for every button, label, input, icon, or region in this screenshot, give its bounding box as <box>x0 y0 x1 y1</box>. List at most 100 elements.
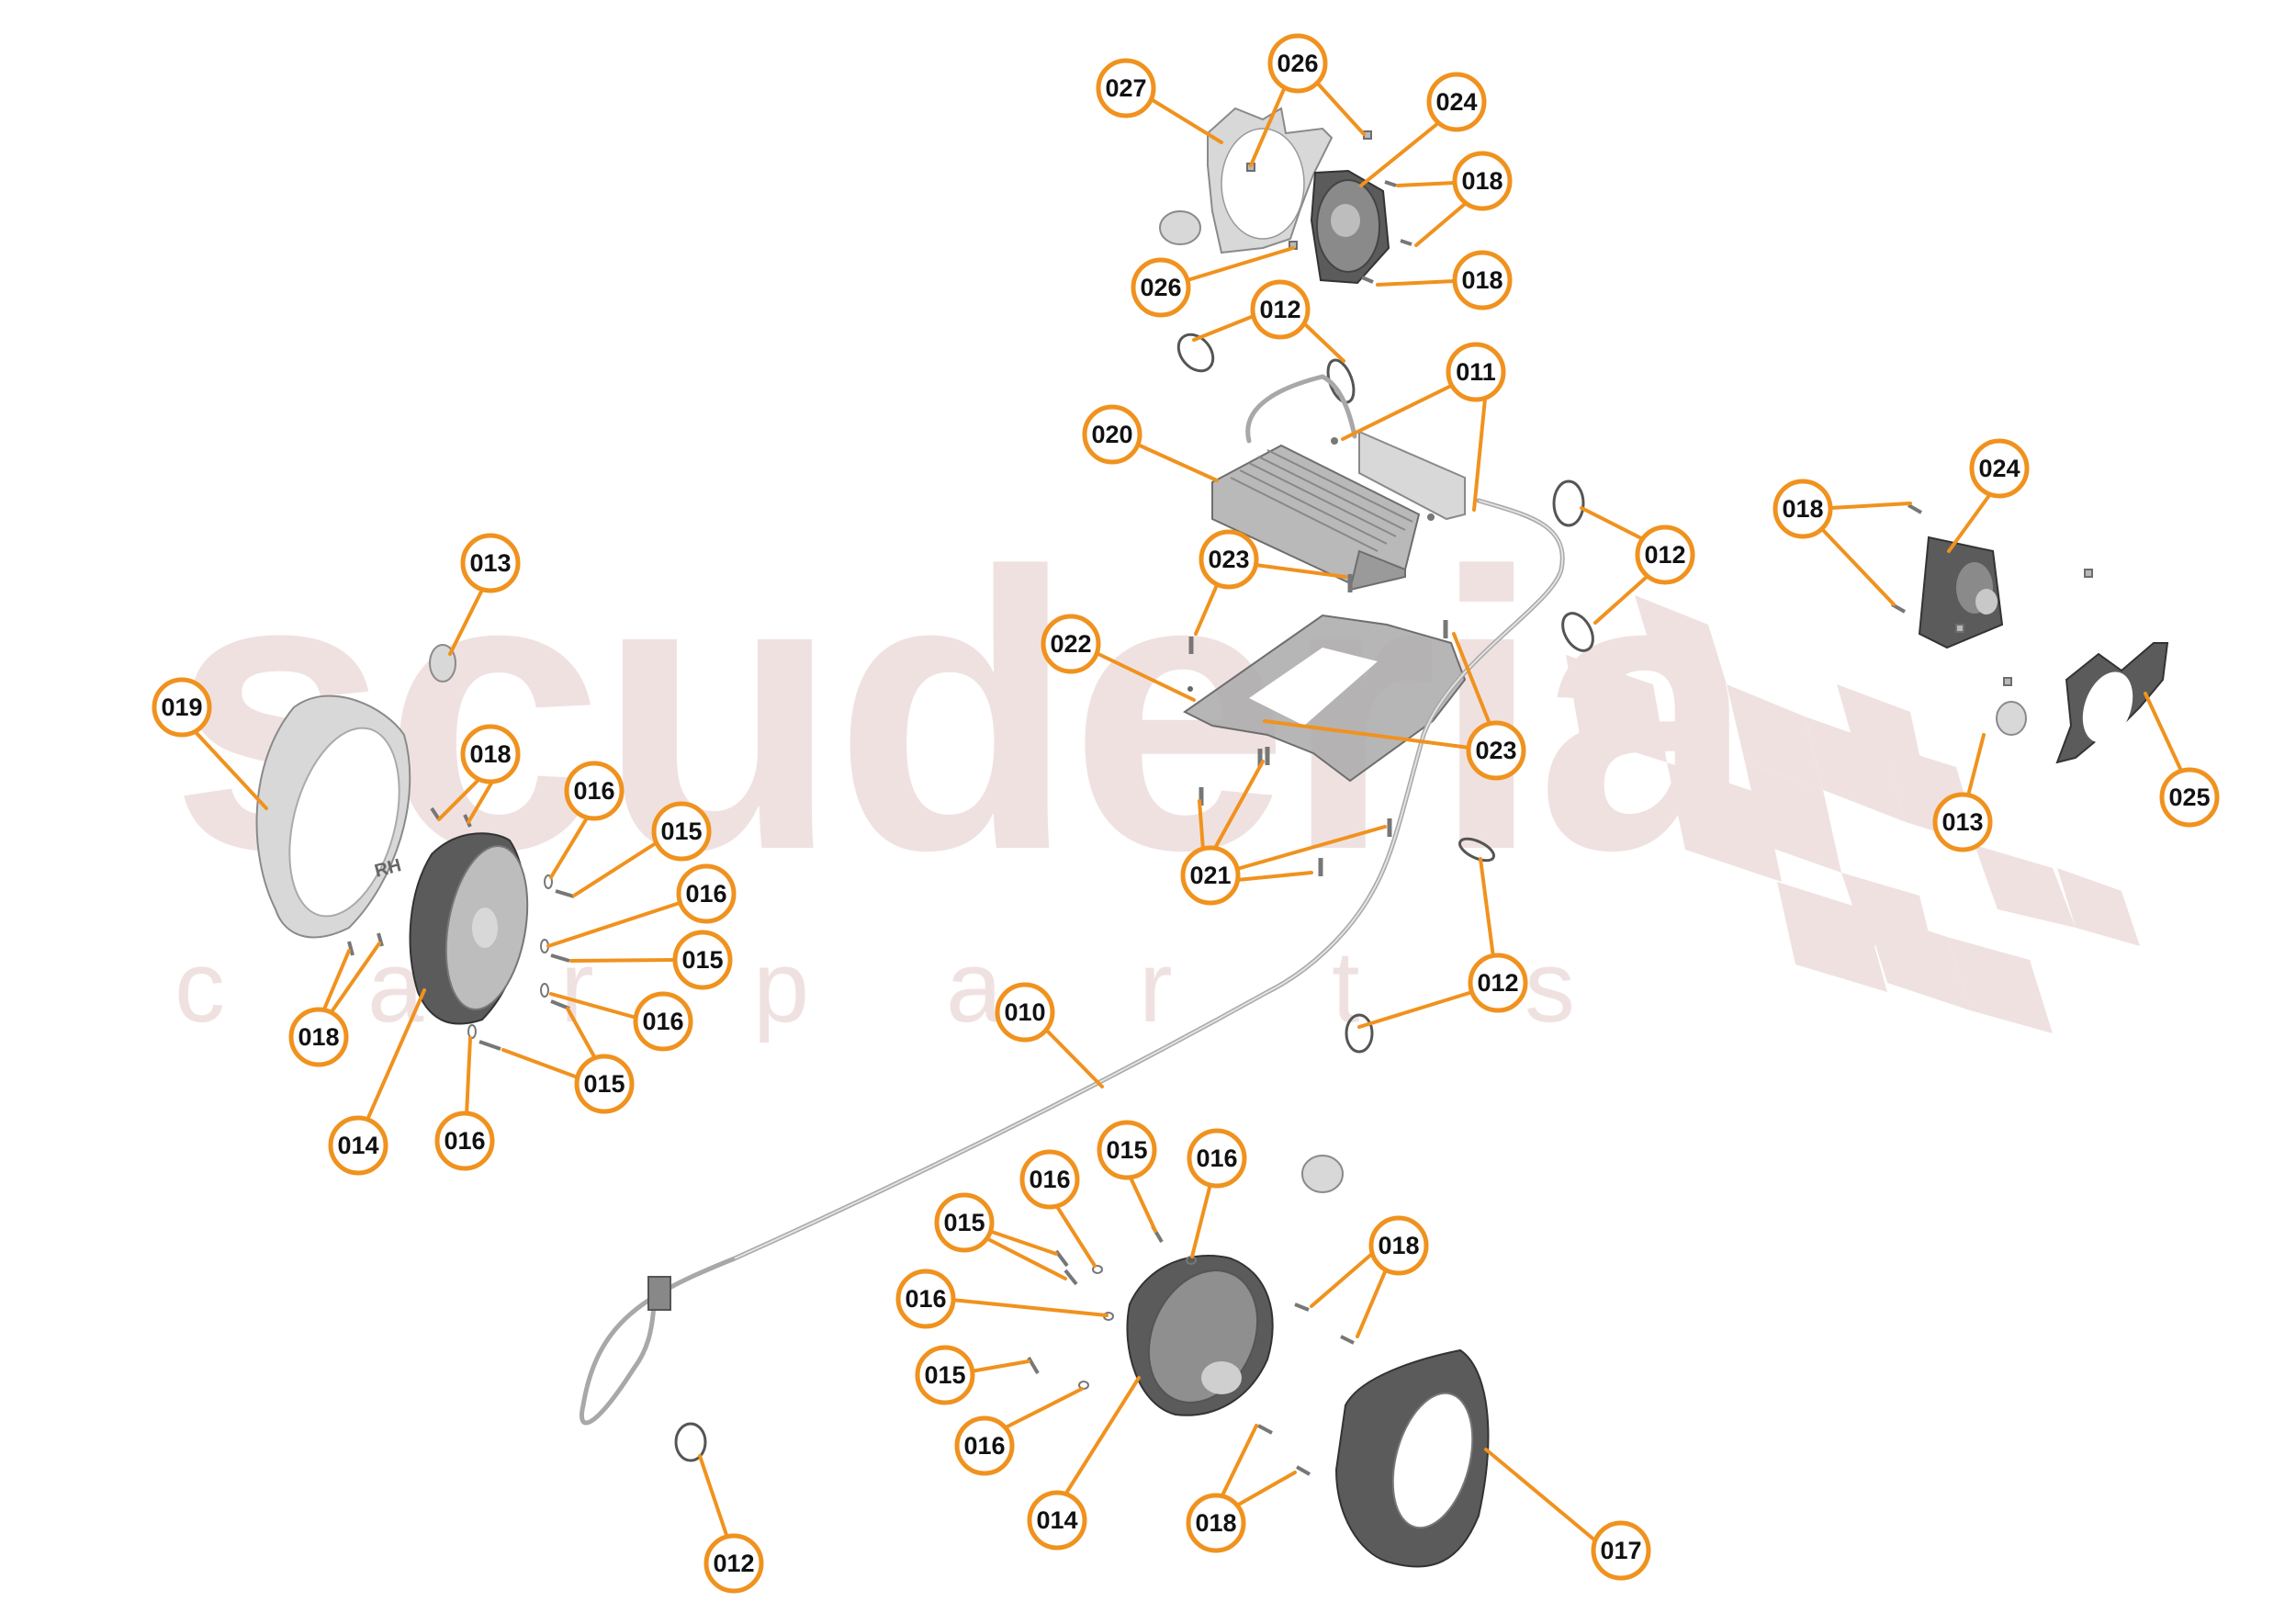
callout-027[interactable]: 027 <box>1096 58 1156 118</box>
callout-number: 026 <box>1140 274 1181 301</box>
callout-number: 018 <box>1461 266 1503 294</box>
callout-010[interactable]: 010 <box>995 982 1055 1043</box>
callout-number: 014 <box>1036 1506 1077 1534</box>
callout-015[interactable]: 015 <box>651 801 712 862</box>
gasket-027 <box>1207 107 1334 254</box>
callout-number: 012 <box>1477 969 1518 997</box>
callout-number: 015 <box>583 1070 625 1098</box>
gasket-025 <box>2055 642 2169 764</box>
callout-number: 018 <box>1782 495 1823 523</box>
callout-016[interactable]: 016 <box>1019 1149 1080 1210</box>
callout-number: 024 <box>1435 88 1477 116</box>
callout-number: 016 <box>685 880 726 908</box>
callout-025[interactable]: 025 <box>2159 767 2220 828</box>
callout-023[interactable]: 023 <box>1199 529 1259 590</box>
callout-018[interactable]: 018 <box>1452 250 1513 310</box>
amplifier-020 <box>1211 374 1466 592</box>
speaker-bracket-019 <box>255 694 411 939</box>
callout-015[interactable]: 015 <box>574 1054 635 1114</box>
callout-016[interactable]: 016 <box>633 991 693 1052</box>
callout-number: 011 <box>1456 358 1496 386</box>
callout-014[interactable]: 014 <box>328 1115 388 1176</box>
callout-012[interactable]: 012 <box>703 1533 764 1594</box>
callout-number: 018 <box>1461 167 1503 195</box>
callout-number: 016 <box>642 1008 683 1035</box>
leader-lines <box>193 81 2183 1543</box>
speaker-024-upper <box>1310 169 1390 285</box>
speaker-024-right <box>1918 536 2004 649</box>
callout-024[interactable]: 024 <box>1969 438 2030 499</box>
callout-number: 015 <box>681 946 723 974</box>
callout-number: 015 <box>660 818 702 845</box>
callout-number: 013 <box>469 549 511 577</box>
callout-number: 016 <box>444 1127 485 1155</box>
callout-number: 015 <box>924 1361 965 1389</box>
callout-number: 018 <box>1195 1509 1236 1537</box>
callout-026[interactable]: 026 <box>1131 257 1191 318</box>
callout-021[interactable]: 021 <box>1180 845 1241 906</box>
speaker-housing-017 <box>1334 1348 1490 1568</box>
speaker-014-lower <box>1126 1255 1274 1416</box>
callout-number: 027 <box>1105 74 1146 102</box>
callout-012[interactable]: 012 <box>1468 953 1528 1013</box>
fasteners-middle <box>1188 574 1448 876</box>
callout-018[interactable]: 018 <box>1452 151 1513 211</box>
callout-013[interactable]: 013 <box>1932 792 1993 852</box>
callout-number: 018 <box>469 740 511 768</box>
watermark-letter: r <box>560 930 594 1043</box>
callout-018[interactable]: 018 <box>460 724 521 784</box>
callout-number: 018 <box>298 1023 339 1051</box>
callout-015[interactable]: 015 <box>672 930 733 990</box>
watermark-letter: c <box>174 930 225 1043</box>
callout-016[interactable]: 016 <box>434 1111 495 1171</box>
callout-014[interactable]: 014 <box>1027 1490 1087 1551</box>
callout-number: 026 <box>1277 50 1318 77</box>
callout-016[interactable]: 016 <box>895 1269 956 1329</box>
callout-015[interactable]: 015 <box>1097 1120 1157 1180</box>
callout-number: 018 <box>1378 1232 1419 1259</box>
callout-015[interactable]: 015 <box>915 1345 975 1405</box>
callout-number: 015 <box>1106 1136 1147 1164</box>
callout-018[interactable]: 018 <box>1368 1215 1429 1276</box>
callout-012[interactable]: 012 <box>1250 279 1311 340</box>
callout-020[interactable]: 020 <box>1082 404 1142 465</box>
callout-016[interactable]: 016 <box>564 761 625 821</box>
callout-number: 014 <box>337 1132 378 1159</box>
amplifier-bracket-022 <box>1183 614 1467 783</box>
callout-018[interactable]: 018 <box>288 1007 349 1067</box>
callout-012[interactable]: 012 <box>1635 524 1695 585</box>
callout-019[interactable]: 019 <box>152 677 212 738</box>
callout-number: 016 <box>1029 1166 1070 1193</box>
callout-number: 012 <box>713 1550 754 1577</box>
callout-022[interactable]: 022 <box>1041 614 1101 674</box>
callout-011[interactable]: 011 <box>1446 342 1506 402</box>
callout-number: 016 <box>1196 1145 1237 1172</box>
callout-number: 012 <box>1259 296 1300 323</box>
callout-016[interactable]: 016 <box>1187 1128 1247 1189</box>
callout-number: 022 <box>1050 630 1091 658</box>
callout-number: 020 <box>1091 421 1132 448</box>
callout-017[interactable]: 017 <box>1591 1520 1651 1581</box>
callout-016[interactable]: 016 <box>676 863 737 924</box>
callout-018[interactable]: 018 <box>1186 1493 1246 1553</box>
callout-number: 021 <box>1189 862 1231 889</box>
watermark-letter: s <box>1525 930 1575 1043</box>
speaker-014-left <box>409 832 529 1025</box>
callout-024[interactable]: 024 <box>1426 72 1487 132</box>
checkered-flag-watermark <box>1566 595 2140 1033</box>
tweeter-small <box>1159 210 1201 245</box>
callout-016[interactable]: 016 <box>954 1415 1015 1476</box>
tweeter-lower <box>1301 1155 1344 1193</box>
callout-018[interactable]: 018 <box>1773 479 1833 539</box>
callout-number: 025 <box>2168 784 2210 811</box>
callout-023[interactable]: 023 <box>1466 720 1526 781</box>
callout-number: 023 <box>1208 546 1249 573</box>
callout-026[interactable]: 026 <box>1267 33 1328 94</box>
callout-013[interactable]: 013 <box>460 533 521 593</box>
callout-number: 016 <box>573 777 614 805</box>
callout-015[interactable]: 015 <box>934 1192 995 1253</box>
watermark-letter: r <box>1139 930 1173 1043</box>
